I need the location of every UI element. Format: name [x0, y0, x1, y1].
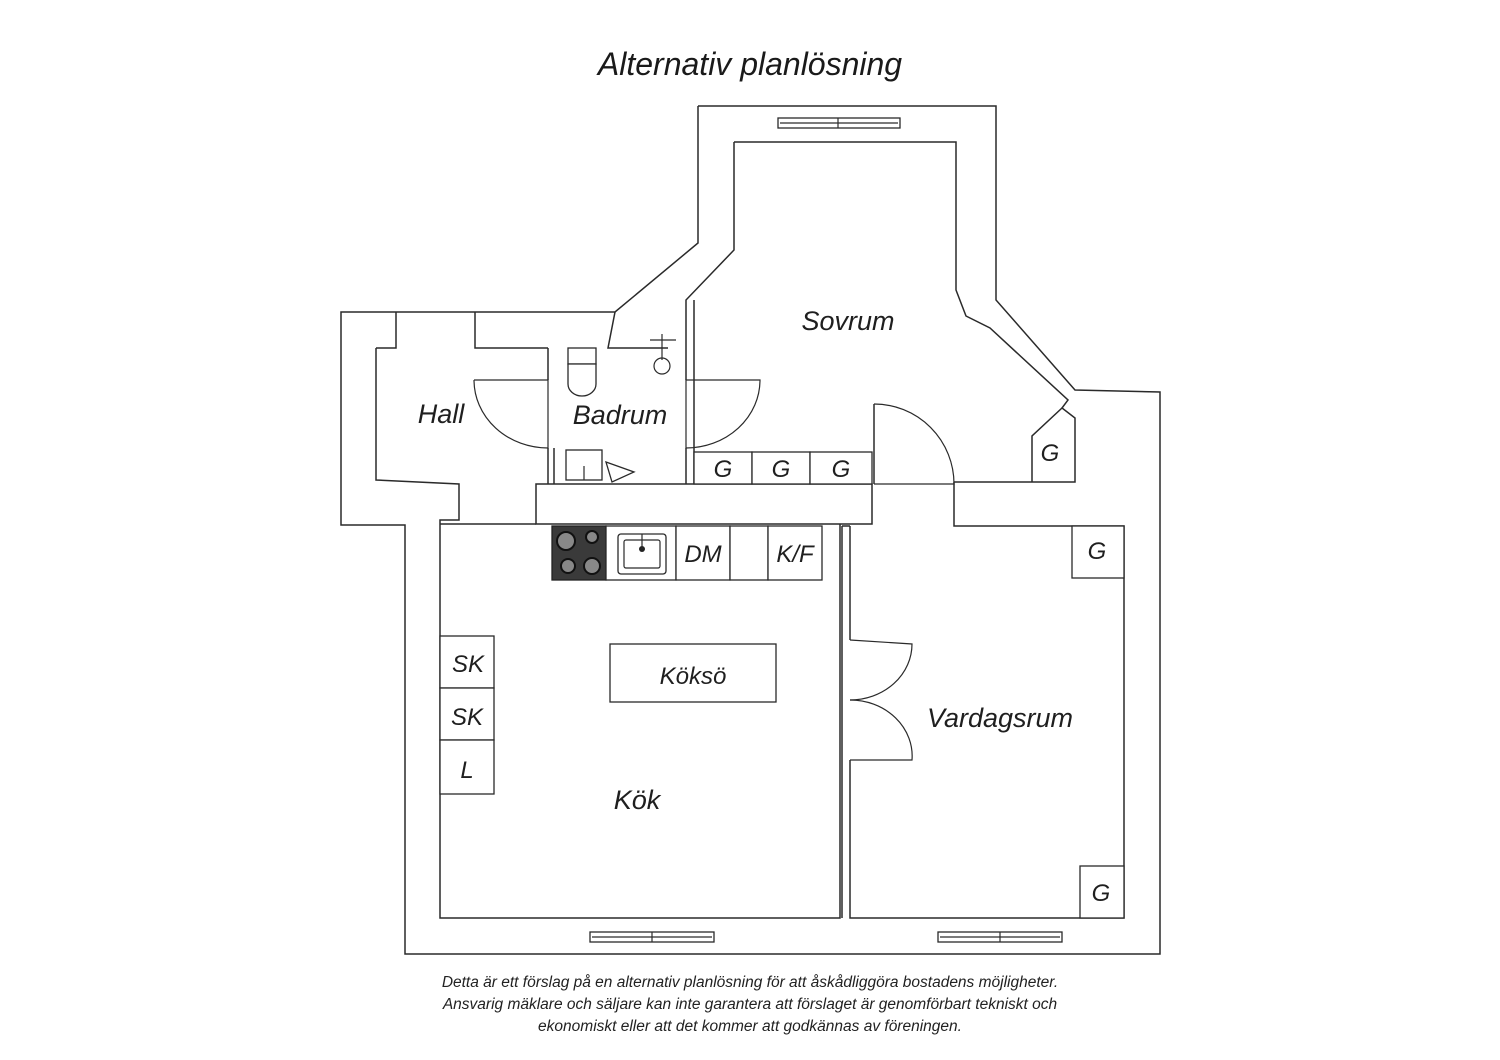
- stove-icon: [551, 525, 607, 581]
- toilet-icon: [567, 347, 597, 397]
- storage-cabinet-2: [439, 687, 495, 741]
- door-swings: [473, 379, 955, 761]
- fridge-freezer: [767, 525, 823, 581]
- disclaimer-line-3: ekonomiskt eller att det kommer att godk…: [538, 1018, 962, 1035]
- pantry-cabinet: [439, 739, 495, 795]
- label-g-vardag-bottom: G: [1092, 880, 1111, 907]
- dishwasher: [675, 525, 731, 581]
- counter-cabinet: [729, 525, 769, 581]
- label-dm: DM: [684, 541, 721, 568]
- label-kf: K/F: [776, 541, 815, 568]
- label-g-3: G: [832, 456, 851, 483]
- kitchen-sink-icon: [617, 533, 667, 575]
- disclaimer: Detta är ett förslag på en alternativ pl…: [0, 972, 1500, 1038]
- label-g-2: G: [772, 456, 791, 483]
- room-label-vardagsrum: Vardagsrum: [927, 703, 1073, 733]
- bath-sink-icon: [565, 449, 636, 483]
- kitchen-island: [609, 643, 777, 703]
- label-g-sovrum: G: [1041, 440, 1060, 467]
- windows: [589, 117, 1063, 943]
- room-label-sovrum: Sovrum: [801, 306, 894, 336]
- disclaimer-line-1: Detta är ett förslag på en alternativ pl…: [441, 974, 1059, 991]
- room-label-hall: Hall: [418, 399, 466, 429]
- wardrobe-3: [809, 451, 873, 485]
- wardrobe-vardag-bottom: [1079, 865, 1125, 919]
- disclaimer-line-2: Ansvarig mäklare och säljare kan inte ga…: [442, 996, 1058, 1013]
- room-label-kok: Kök: [614, 785, 662, 815]
- wardrobe-2: [751, 451, 811, 485]
- label-koksO: Köksö: [660, 663, 727, 690]
- label-g-1: G: [714, 456, 733, 483]
- label-sk-2: SK: [451, 704, 484, 731]
- shower-icon: [650, 334, 676, 375]
- storage-cabinet-1: [439, 635, 495, 689]
- wardrobe-vardag-top: [1071, 525, 1125, 579]
- plan-title: Alternativ planlösning: [597, 46, 903, 82]
- room-label-badrum: Badrum: [573, 400, 668, 430]
- label-g-vardag-top: G: [1088, 538, 1107, 565]
- label-l: L: [460, 757, 473, 784]
- inner-walls: [375, 142, 1125, 919]
- wardrobe-1: [693, 451, 753, 485]
- label-sk-1: SK: [452, 651, 485, 678]
